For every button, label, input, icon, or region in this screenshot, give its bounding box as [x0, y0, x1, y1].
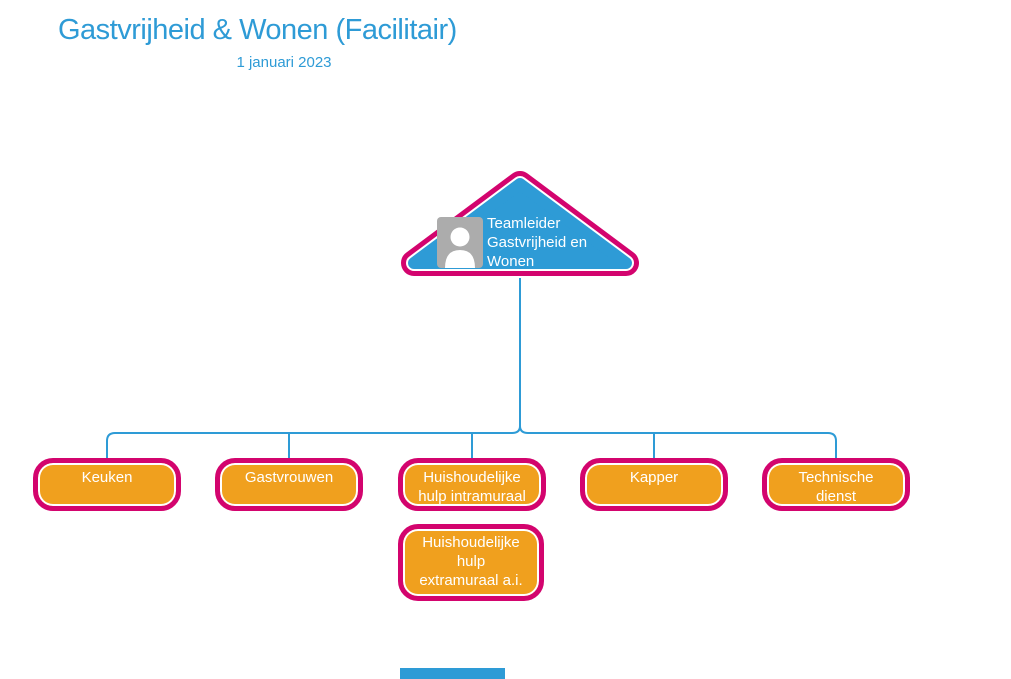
node-gastvrouwen[interactable]: Gastvrouwen: [215, 458, 363, 511]
node-technische-dienst[interactable]: Technische dienst: [762, 458, 910, 511]
node-huishoudelijke-hulp-intramuraal[interactable]: Huishoudelijke hulp intramuraal: [398, 458, 546, 511]
person-icon: [437, 217, 483, 268]
node-keuken[interactable]: Keuken: [33, 458, 181, 511]
page-subtitle: 1 januari 2023: [236, 54, 332, 71]
node-kapper[interactable]: Kapper: [580, 458, 728, 511]
bottom-accent-bar: [400, 668, 505, 679]
page-title: Gastvrijheid & Wonen (Facilitair): [58, 14, 457, 46]
root-node-label: Teamleider Gastvrijheid en Wonen: [487, 215, 588, 270]
node-huishoudelijke-hulp-extramuraal[interactable]: Huishoudelijke hulp extramuraal a.i.: [398, 524, 544, 601]
